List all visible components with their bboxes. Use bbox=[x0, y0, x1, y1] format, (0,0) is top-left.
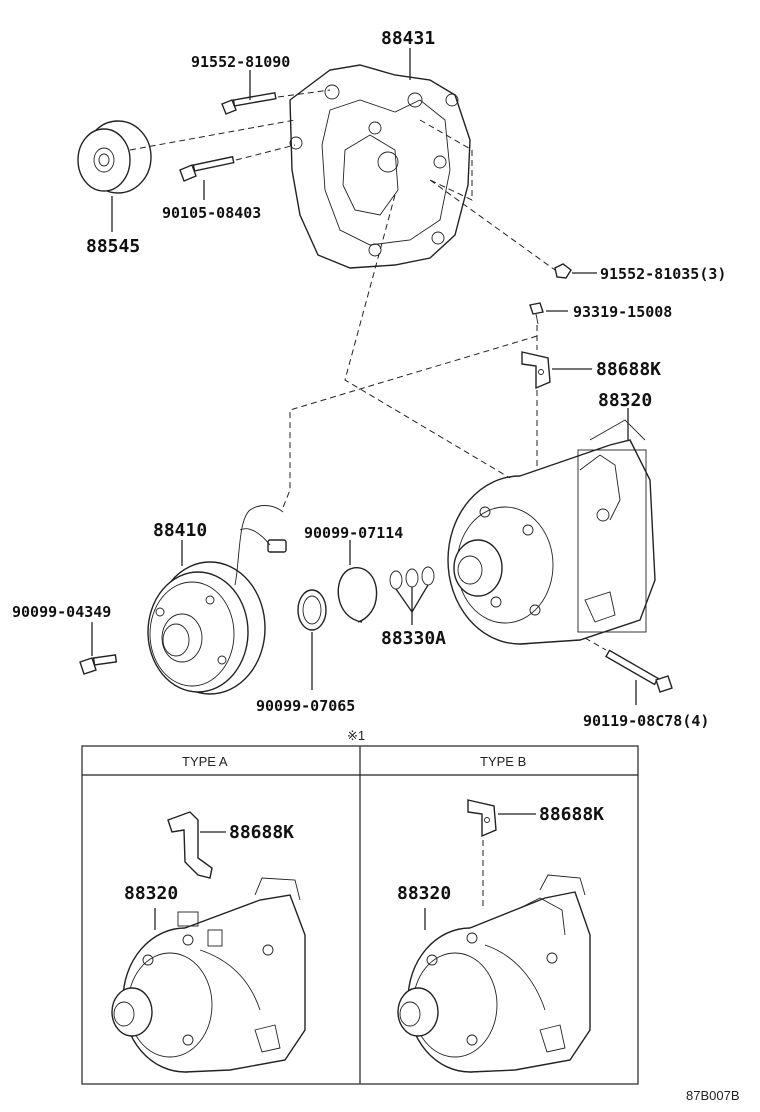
type-a-compressor-label: 88320 bbox=[124, 883, 178, 904]
magnetic-clutch[interactable] bbox=[147, 505, 287, 695]
type-b-bracket-label: 88688K bbox=[539, 804, 604, 825]
label-88431: 88431 bbox=[381, 28, 435, 49]
label-90099-04349: 90099-04349 bbox=[12, 603, 111, 621]
type-a-bracket-label: 88688K bbox=[229, 822, 294, 843]
label-90119-08c78: 90119-08C78(4) bbox=[583, 712, 709, 730]
label-88410: 88410 bbox=[153, 520, 207, 541]
snap-ring-90099-07114[interactable] bbox=[337, 567, 378, 623]
type-b-compressor[interactable] bbox=[397, 874, 591, 1073]
type-b-compressor-label: 88320 bbox=[397, 883, 451, 904]
variant-table bbox=[81, 745, 639, 1085]
lock-washer-90099-07065[interactable] bbox=[297, 589, 327, 631]
bolt-90105-08403[interactable] bbox=[179, 155, 235, 182]
bolt-90099-04349[interactable] bbox=[79, 654, 118, 675]
label-91552-81090: 91552-81090 bbox=[191, 53, 290, 71]
bolt-90119-08c78[interactable] bbox=[605, 649, 673, 693]
wire-bracket-88688k[interactable] bbox=[521, 351, 551, 390]
ac-compressor[interactable] bbox=[447, 419, 656, 645]
label-90099-07065: 90099-07065 bbox=[256, 697, 355, 715]
diagram-code: 87B007B bbox=[686, 1088, 740, 1103]
type-b-bracket[interactable] bbox=[467, 799, 497, 838]
bolt-93319-15008[interactable] bbox=[529, 302, 544, 325]
bolt-91552-81035[interactable] bbox=[554, 263, 572, 279]
label-93319-15008: 93319-15008 bbox=[573, 303, 672, 321]
label-90099-07114: 90099-07114 bbox=[304, 524, 403, 542]
label-88330a: 88330A bbox=[381, 628, 446, 649]
compressor-bracket[interactable] bbox=[289, 64, 473, 269]
label-88688k: 88688K bbox=[596, 359, 661, 380]
label-91552-81035: 91552-81035(3) bbox=[600, 265, 726, 283]
idler-pulley[interactable] bbox=[77, 120, 152, 194]
type-a-compressor[interactable] bbox=[111, 877, 306, 1073]
type-a-header: TYPE A bbox=[182, 754, 228, 769]
label-88545: 88545 bbox=[86, 236, 140, 257]
type-b-header: TYPE B bbox=[480, 754, 526, 769]
type-a-bracket[interactable] bbox=[167, 811, 213, 879]
note-mark: ※1 bbox=[347, 728, 365, 743]
bolt-91552-81090[interactable] bbox=[221, 91, 277, 115]
label-88320: 88320 bbox=[598, 390, 652, 411]
label-90105-08403: 90105-08403 bbox=[162, 204, 261, 222]
